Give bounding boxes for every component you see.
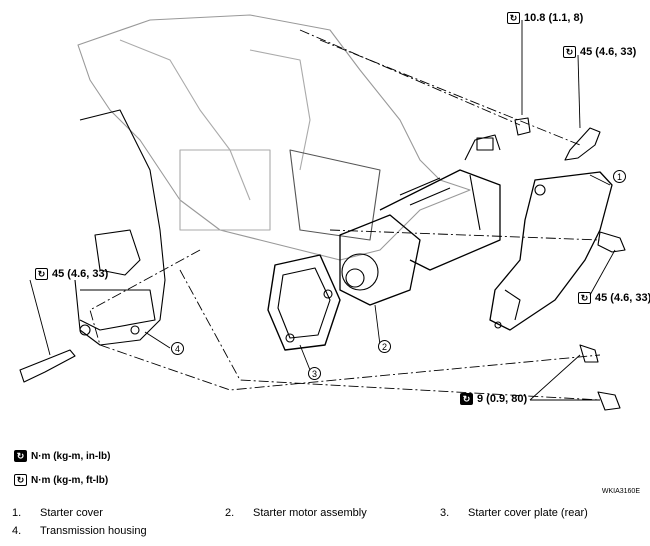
- torque-spec-bolt-top: ↻ 45 (4.6, 33): [563, 46, 636, 58]
- engine-block: [77, 14, 471, 261]
- callout-3: 3: [308, 367, 321, 380]
- exploded-view-diagram: [19, 14, 626, 411]
- figure-code: WKIA3160E: [601, 488, 640, 495]
- callout-2: 2: [378, 340, 391, 353]
- torque-spec-bolt-right: ↻ 45 (4.6, 33): [578, 292, 650, 304]
- part-2: 2. Starter motor assembly: [225, 507, 367, 519]
- leader-lines: [29, 20, 616, 401]
- legend-in-lb: ↻ N·m (kg-m, in-lb): [14, 450, 110, 462]
- part-4: 4. Transmission housing: [12, 525, 147, 537]
- torque-spec-nut: ↻ 10.8 (1.1, 8): [507, 12, 583, 24]
- legend-ft-lb: ↻ N·m (kg-m, ft-lb): [14, 474, 108, 486]
- callout-1: 1: [613, 170, 626, 183]
- torque-in-lb-icon: ↻: [14, 450, 27, 462]
- part-1: 1. Starter cover: [12, 507, 103, 519]
- torque-spec-bolt-left: ↻ 45 (4.6, 33): [35, 268, 108, 280]
- torque-ft-lb-icon: ↻: [507, 12, 520, 24]
- fasteners: [19, 117, 626, 411]
- starter-cover: [489, 171, 613, 331]
- starter-cover-plate: [267, 254, 341, 351]
- starter-motor: [339, 134, 501, 306]
- torque-ft-lb-icon: ↻: [35, 268, 48, 280]
- torque-ft-lb-icon: ↻: [578, 292, 591, 304]
- transmission-housing: [74, 109, 166, 346]
- torque-ft-lb-icon: ↻: [563, 46, 576, 58]
- torque-spec-bolt-bottom: ↻ 9 (0.9, 80): [460, 393, 527, 405]
- assembly-lines: [89, 29, 601, 401]
- part-3: 3. Starter cover plate (rear): [440, 507, 588, 519]
- callout-4: 4: [171, 342, 184, 355]
- torque-in-lb-icon: ↻: [460, 393, 473, 405]
- torque-ft-lb-icon: ↻: [14, 474, 27, 486]
